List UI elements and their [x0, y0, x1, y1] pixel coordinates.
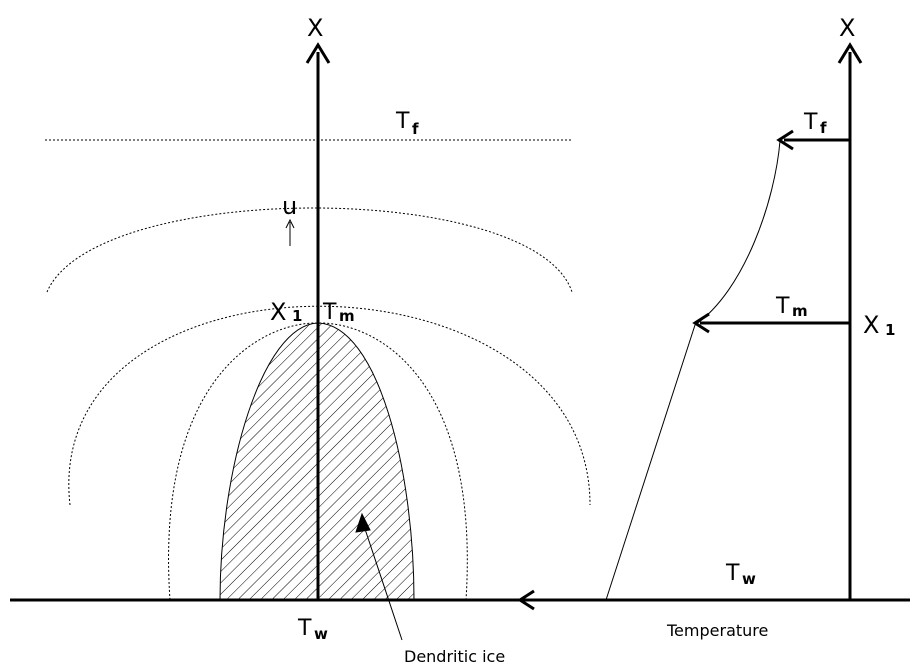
right-tf-main: T	[803, 110, 818, 135]
temperature-profile-lower	[605, 324, 696, 601]
tw-arrowhead	[517, 589, 535, 611]
right-tm-main: T	[775, 294, 790, 319]
left-tf-sub: f	[412, 120, 419, 138]
left-axis-label: X	[307, 14, 323, 42]
right-axis-label: X	[839, 14, 855, 42]
tm-arrowhead	[692, 312, 710, 334]
right-axis-arrowhead	[837, 42, 863, 64]
right-tw-sub: w	[742, 570, 756, 588]
right-tm-label: T m	[775, 294, 808, 320]
left-tw-sub: w	[314, 625, 328, 643]
left-tf-label: T f	[395, 109, 419, 138]
left-x1-label: X 1	[270, 298, 302, 326]
dendritic-ice-label: Dendritic ice	[404, 647, 505, 666]
left-x1-sub: 1	[292, 307, 302, 325]
left-tw-main: T	[297, 616, 312, 641]
right-tw-main: T	[725, 561, 740, 586]
isotherm-curve-3	[168, 322, 468, 601]
right-x1-main: X	[863, 311, 879, 339]
left-tm-sub: m	[339, 307, 355, 325]
right-x1-label: X 1	[863, 311, 895, 339]
tf-arrowhead	[776, 129, 794, 151]
right-tw-label: T w	[725, 561, 756, 588]
u-label: u	[282, 192, 297, 220]
right-tf-sub: f	[820, 119, 827, 137]
left-tf-main: T	[395, 109, 410, 134]
u-arrow-head	[285, 218, 295, 229]
right-tf-label: T f	[803, 110, 827, 137]
isotherm-curve-1	[46, 207, 573, 293]
dendritic-pointer-line	[361, 519, 403, 641]
left-tm-label: T m	[322, 300, 355, 325]
left-axis-arrowhead	[305, 42, 331, 64]
temperature-label: Temperature	[666, 621, 768, 640]
dendritic-pointer-head	[355, 512, 371, 533]
right-tm-sub: m	[792, 302, 808, 320]
left-tm-main: T	[322, 300, 337, 325]
left-tw-label: T w	[297, 616, 328, 643]
left-x1-main: X	[270, 298, 286, 326]
temperature-profile-upper	[694, 140, 781, 326]
right-x1-sub: 1	[885, 321, 895, 339]
